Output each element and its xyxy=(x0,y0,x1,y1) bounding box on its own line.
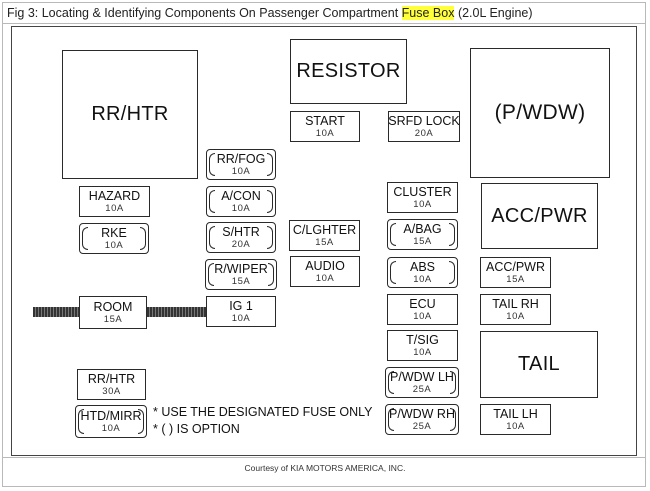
fuse-label: SRFD LOCK xyxy=(388,114,460,128)
figure-title: Fig 3: Locating & Identifying Components… xyxy=(3,3,645,24)
fuse-ecu: ECU 10A xyxy=(387,294,458,325)
fuse-rating: 10A xyxy=(105,203,124,214)
fuse-a-con: A/CON 10A xyxy=(206,186,276,217)
fuse-cluster: CLUSTER 10A xyxy=(387,182,458,213)
fuse-tail-lh: TAIL LH 10A xyxy=(480,404,551,435)
fuse-rating: 15A xyxy=(103,314,123,325)
fuse-rating: 10A xyxy=(413,274,432,285)
resistor-block: RESISTOR xyxy=(290,39,407,104)
fuse-rating: 10A xyxy=(231,203,251,214)
fuse-rating: 15A xyxy=(413,236,432,247)
p-wdw-relay: (P/WDW) xyxy=(470,48,610,178)
fuse-rating: 10A xyxy=(413,311,432,322)
tail-relay: TAIL xyxy=(480,331,598,398)
fuse-label: TAIL LH xyxy=(493,407,538,421)
fuse-rating: 10A xyxy=(315,273,335,284)
fuse-rating: 10A xyxy=(413,199,432,210)
fuse-rating: 15A xyxy=(231,276,251,287)
fuse-label: ACC/PWR xyxy=(485,260,546,274)
credit-bar xyxy=(3,457,645,485)
acc-pwr-relay: ACC/PWR xyxy=(481,183,598,249)
title-suffix: (2.0L Engine) xyxy=(454,6,533,20)
figure-frame xyxy=(2,2,646,487)
fuse-label: T/SIG xyxy=(406,333,439,347)
fuse-label: A/CON xyxy=(221,189,261,203)
fuse-rating: 10A xyxy=(413,347,432,358)
fuse-label: ECU xyxy=(409,297,436,311)
fuse-label: AUDIO xyxy=(305,259,345,273)
fuse-label: S/HTR xyxy=(222,225,260,239)
fuse-a-bag: A/BAG 15A xyxy=(387,219,458,250)
fuse-acc-pwr: ACC/PWR 15A xyxy=(480,257,551,288)
fuse-label: A/BAG xyxy=(403,222,442,236)
fuse-label: CLUSTER xyxy=(393,185,452,199)
fuse-p-wdw-rh: P/WDW RH 25A xyxy=(385,404,459,435)
fuse-label: RR/HTR xyxy=(87,372,136,386)
fuse-rating: 15A xyxy=(506,274,525,285)
fuse-rating: 20A xyxy=(414,128,434,139)
fuse-rating: 10A xyxy=(101,423,121,434)
fuse-abs: ABS 10A xyxy=(387,257,458,288)
fuse-htd-mirr: HTD/MIRR 10A xyxy=(75,405,147,438)
note-option: * ( ) IS OPTION xyxy=(153,422,240,436)
fuse-p-wdw-lh: P/WDW LH 25A xyxy=(385,367,459,398)
fuse-label: P/WDW RH xyxy=(389,407,455,421)
fuse-rating: 10A xyxy=(315,128,335,139)
fuse-rating: 15A xyxy=(315,237,334,248)
fuse-label: START xyxy=(305,114,345,128)
fuse-tail-rh: TAIL RH 10A xyxy=(480,294,551,325)
fuse-t-sig: T/SIG 10A xyxy=(387,330,458,361)
fuse-start: START 10A xyxy=(290,111,360,142)
fuse-label: HTD/MIRR xyxy=(80,409,142,423)
fuse-ig1: IG 1 10A xyxy=(206,296,276,327)
fuse-label: RKE xyxy=(101,226,127,240)
fuse-rating: 30A xyxy=(102,386,121,397)
fuse-label: TAIL RH xyxy=(492,297,539,311)
fuse-label: C/LGHTER xyxy=(292,223,357,237)
fuse-rating: 10A xyxy=(506,311,525,322)
fuse-label: RR/FOG xyxy=(216,152,266,166)
note-designated-fuse: * USE THE DESIGNATED FUSE ONLY xyxy=(153,405,373,419)
fuse-label: IG 1 xyxy=(229,299,253,313)
fuse-rke: RKE 10A xyxy=(79,223,149,254)
fuse-rr-fog: RR/FOG 10A xyxy=(206,149,276,180)
fuse-rating: 10A xyxy=(231,313,251,324)
fuse-label: P/WDW LH xyxy=(390,370,454,384)
title-highlight: Fuse Box xyxy=(401,6,455,20)
fuse-rating: 25A xyxy=(412,384,432,395)
fuse-srfd-lock: SRFD LOCK 20A xyxy=(388,111,460,142)
fuse-label: ROOM xyxy=(93,300,133,314)
fuse-rating: 25A xyxy=(412,421,432,432)
fuse-c-lghter: C/LGHTER 15A xyxy=(289,220,360,251)
fuse-rating: 10A xyxy=(104,240,124,251)
fuse-rating: 10A xyxy=(506,421,525,432)
fuse-room: ROOM 15A xyxy=(79,296,147,329)
fuse-label: ABS xyxy=(409,260,435,274)
fuse-hazard: HAZARD 10A xyxy=(79,186,150,217)
title-prefix: Fig 3: Locating & Identifying Components… xyxy=(7,6,402,20)
credit-line: Courtesy of KIA MOTORS AMERICA, INC. xyxy=(244,463,406,473)
fuse-rating: 10A xyxy=(231,166,251,177)
fuse-audio: AUDIO 10A xyxy=(290,256,360,287)
rr-htr-relay: RR/HTR xyxy=(62,50,198,179)
fuse-rating: 20A xyxy=(231,239,251,250)
fuse-box-diagram xyxy=(11,26,637,456)
fuse-rr-htr: RR/HTR 30A xyxy=(77,369,146,400)
fuse-r-wiper: R/WIPER 15A xyxy=(205,259,277,290)
fuse-s-htr: S/HTR 20A xyxy=(206,222,276,253)
fuse-label: R/WIPER xyxy=(214,262,268,276)
fuse-label: HAZARD xyxy=(88,189,141,203)
